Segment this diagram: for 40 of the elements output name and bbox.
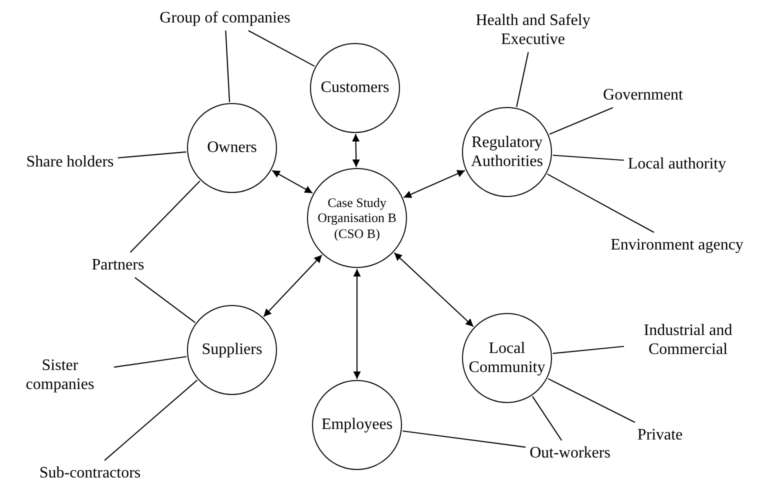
connector-line: [248, 30, 315, 67]
stakeholder-circle: Regulatory Authorities: [462, 107, 552, 197]
stakeholder-label: Partners: [92, 255, 144, 275]
connector-line: [402, 430, 526, 448]
stakeholder-label: Share holders: [26, 152, 114, 172]
connector-line: [552, 154, 624, 161]
connector-line: [104, 380, 198, 461]
stakeholder-label: Sub-contractors: [39, 463, 141, 483]
connector-line: [118, 151, 186, 158]
stakeholder-label: Private: [637, 425, 683, 445]
connector-line: [130, 180, 200, 253]
stakeholder-label: Local authority: [628, 154, 726, 174]
arrow: [394, 252, 474, 328]
arrow: [272, 170, 313, 194]
connector-line: [547, 174, 654, 233]
stakeholder-circle: Suppliers: [187, 305, 277, 395]
connector-line: [549, 107, 614, 135]
arrow: [263, 254, 322, 317]
connector-line: [516, 52, 529, 108]
stakeholder-circle: Employees: [312, 380, 402, 470]
stakeholder-circle: Local Community: [462, 313, 552, 403]
stakeholder-label: Health and Safely Executive: [453, 10, 613, 50]
stakeholder-label: Group of companies: [160, 8, 290, 28]
stakeholder-circle: Owners: [187, 103, 277, 193]
stakeholder-label: Environment agency: [610, 235, 744, 255]
arrow: [353, 269, 361, 379]
connector-line: [114, 356, 187, 368]
connector-line: [134, 277, 196, 323]
stakeholder-label: Sister companies: [10, 356, 110, 394]
arrow: [352, 134, 360, 168]
connector-line: [548, 378, 636, 423]
stakeholder-label: Out-workers: [530, 443, 610, 463]
stakeholder-label: Industrial and Commercial: [628, 320, 748, 360]
connector-line: [532, 396, 562, 441]
connector-line: [225, 30, 230, 102]
arrow: [403, 170, 466, 198]
stakeholder-label: Government: [603, 85, 683, 105]
connector-line: [552, 346, 624, 354]
stakeholder-circle: Case Study Organisation B (CSO B): [307, 168, 407, 268]
stakeholder-circle: Customers: [310, 43, 400, 133]
